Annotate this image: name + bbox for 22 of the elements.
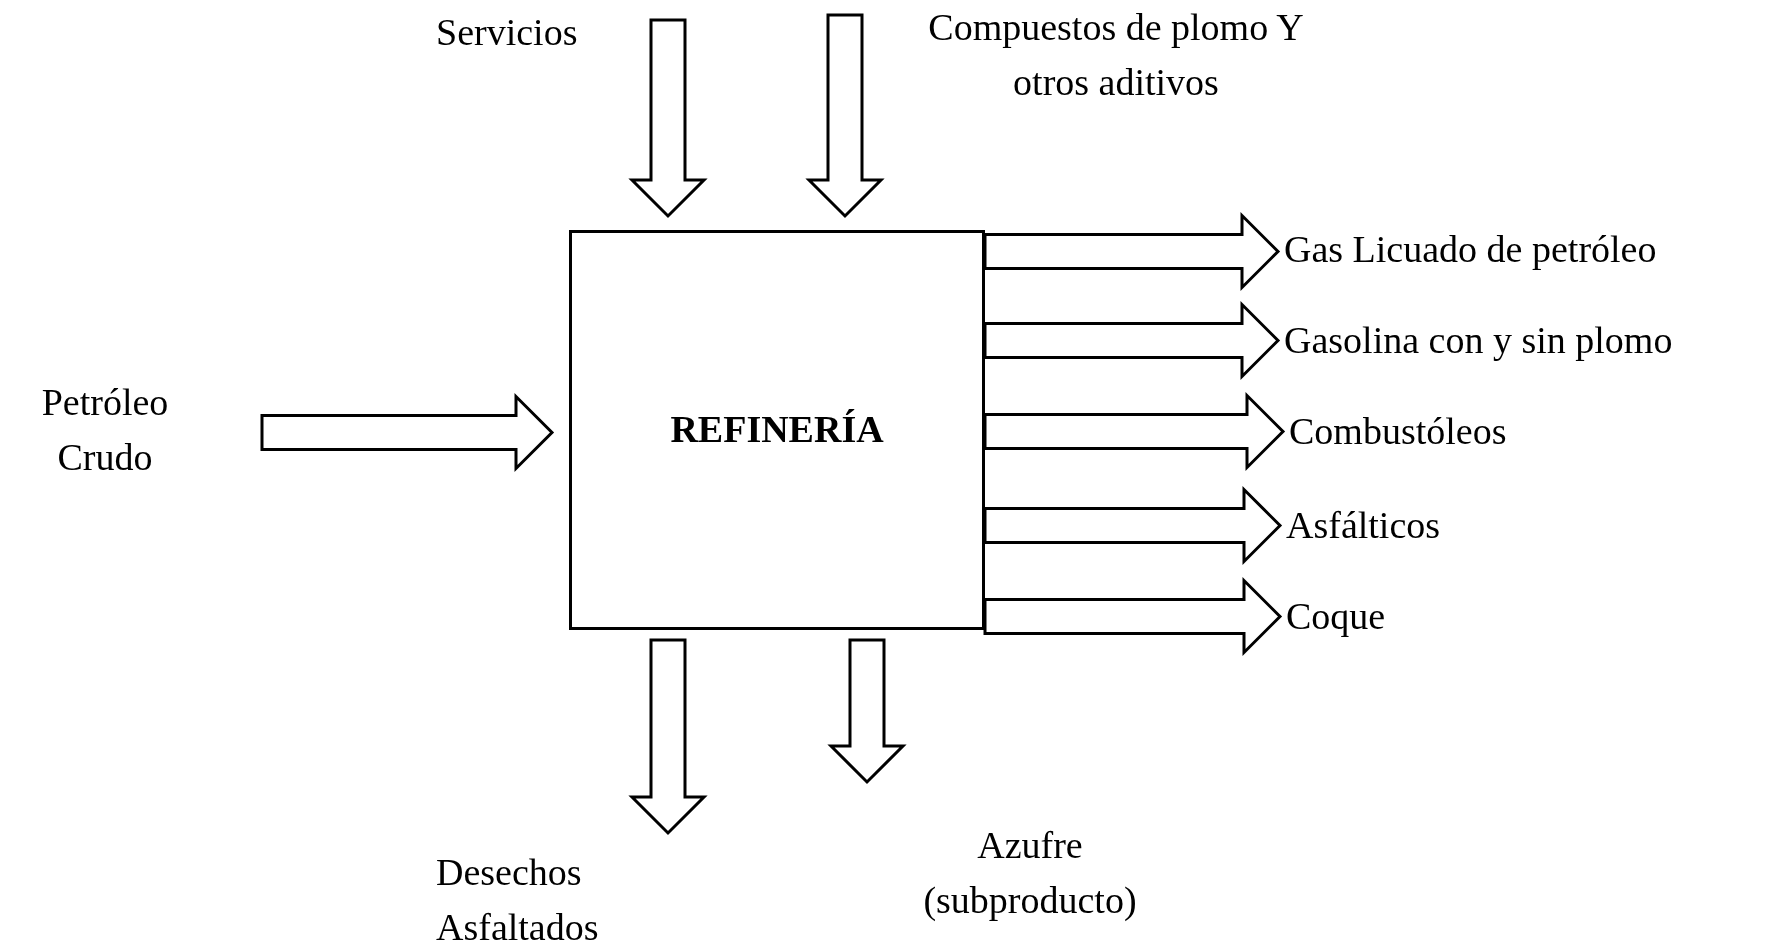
block-arrow	[628, 18, 708, 219]
block-arrow	[628, 638, 708, 836]
block-arrow	[983, 576, 1283, 657]
flow-label: Combustóleos	[1289, 409, 1508, 454]
block-arrow	[983, 300, 1281, 381]
flow-label: Asfálticos	[1286, 503, 1442, 548]
flow-label: Petróleo Crudo	[40, 380, 170, 481]
block-arrow	[983, 485, 1283, 566]
block-arrow	[260, 392, 555, 473]
flow-label: Coque	[1286, 594, 1387, 639]
block-arrow	[805, 13, 885, 219]
flow-label: Desechos Asfaltados	[436, 850, 600, 947]
flow-label: Gas Licuado de petróleo	[1284, 227, 1658, 272]
process-box	[569, 230, 985, 630]
flow-label: Gasolina con y sin plomo	[1284, 318, 1674, 363]
flow-label: Servicios	[436, 10, 579, 55]
process-title: REFINERÍA	[670, 407, 884, 453]
block-arrow	[983, 211, 1281, 292]
flow-label: Compuestos de plomo Y otros aditivos	[927, 5, 1305, 106]
block-arrow	[983, 391, 1286, 472]
flow-label: Azufre (subproducto)	[922, 823, 1138, 924]
block-arrow	[827, 638, 907, 785]
